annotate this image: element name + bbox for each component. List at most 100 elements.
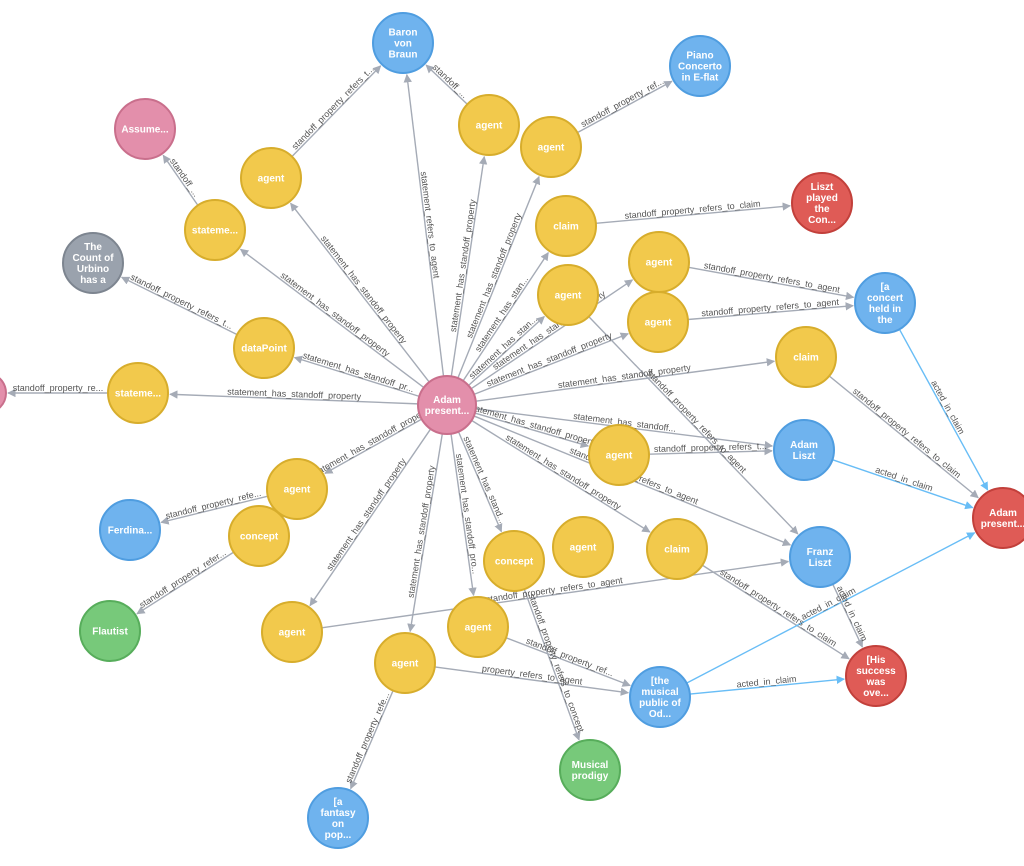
- edge-claim_top-to-liszt_played[interactable]: [595, 202, 791, 225]
- node-circle[interactable]: [845, 645, 907, 707]
- edge-root-to-agent_mid1[interactable]: [470, 279, 634, 390]
- node-circle[interactable]: [629, 666, 691, 728]
- edge-datapoint-to-count[interactable]: [120, 276, 238, 336]
- node-his-success[interactable]: [Hissuccesswasove...: [845, 645, 907, 707]
- node-claim-top[interactable]: claim: [535, 195, 597, 257]
- node-claim-low[interactable]: claim: [646, 518, 708, 580]
- edge-franz-to-his_success[interactable]: [832, 583, 864, 648]
- node-agent-lowleft[interactable]: agent: [266, 458, 328, 520]
- node-circle[interactable]: [372, 12, 434, 74]
- node-circle[interactable]: [233, 317, 295, 379]
- edge-root-to-agent_lowleft[interactable]: [324, 418, 423, 474]
- node-circle[interactable]: [775, 326, 837, 388]
- node-agent-mid2[interactable]: agent: [537, 264, 599, 326]
- node-circle[interactable]: [62, 232, 124, 294]
- node-agent-left[interactable]: agent: [240, 147, 302, 209]
- node-concept-left[interactable]: concept: [228, 505, 290, 567]
- node-circle[interactable]: [627, 291, 689, 353]
- edge-agent_bottom2-to-fantasy[interactable]: [349, 690, 394, 790]
- node-agent-top2[interactable]: agent: [520, 116, 582, 178]
- edge-concert-to-adam_red[interactable]: [898, 328, 989, 491]
- node-circle[interactable]: [854, 272, 916, 334]
- node-circle[interactable]: [107, 362, 169, 424]
- edge-agent_center-to-adam_liszt[interactable]: [648, 446, 773, 456]
- edge-agent_mid1-to-concert[interactable]: [688, 266, 855, 301]
- edge-root-to-agent_top1[interactable]: [450, 155, 488, 377]
- edge-concept_left-to-flautist[interactable]: [136, 551, 235, 615]
- node-agent-bottom1[interactable]: agent: [261, 601, 323, 663]
- edge-agent_top1-to-baron[interactable]: [425, 64, 468, 105]
- node-fantasy[interactable]: [afantasyonpop...: [307, 787, 369, 849]
- node-liszt-played[interactable]: LisztplayedtheCon...: [791, 172, 853, 234]
- edge-root-to-claim_right[interactable]: [475, 358, 776, 402]
- edge-agent_lowleft-to-ferdina[interactable]: [160, 495, 269, 525]
- edge-root-to-agent_top2[interactable]: [457, 175, 541, 379]
- node-circle[interactable]: [791, 172, 853, 234]
- node-circle[interactable]: [240, 147, 302, 209]
- edge-root-to-claim_top[interactable]: [462, 251, 549, 382]
- node-concept-mid[interactable]: concept: [483, 530, 545, 592]
- edge-root-to-agent_bottom1[interactable]: [309, 428, 432, 607]
- edge-root-to-agent_left[interactable]: [290, 202, 430, 383]
- node-agent-top1[interactable]: agent: [458, 94, 520, 156]
- edge-adam_liszt-to-adam_red[interactable]: [832, 459, 974, 510]
- edge-claim_low-to-his_success[interactable]: [701, 564, 850, 660]
- edge-root-to-concept_mid[interactable]: [457, 431, 503, 533]
- edge-agent_left-to-baron[interactable]: [291, 65, 382, 158]
- node-claim-right[interactable]: claim: [775, 326, 837, 388]
- node-circle[interactable]: [374, 632, 436, 694]
- edge-agent_bottom1-to-franz[interactable]: [321, 558, 790, 629]
- node-assume[interactable]: Assume...: [114, 98, 176, 160]
- node-circle[interactable]: [972, 487, 1024, 549]
- node-stateme-left[interactable]: stateme...: [107, 362, 169, 424]
- edge-root-to-agent_mid2[interactable]: [467, 315, 545, 387]
- edge-root-to-claim_low[interactable]: [471, 419, 651, 533]
- node-circle[interactable]: [535, 195, 597, 257]
- edge-root-to-datapoint[interactable]: [293, 355, 420, 398]
- node-offscreen[interactable]: [0, 373, 7, 413]
- node-circle[interactable]: [79, 600, 141, 662]
- edge-musical_public-to-his_success[interactable]: [689, 675, 845, 695]
- node-circle[interactable]: [669, 35, 731, 97]
- node-circle[interactable]: [588, 424, 650, 486]
- node-ferdina[interactable]: Ferdina...: [99, 499, 161, 561]
- node-circle[interactable]: [559, 739, 621, 801]
- edge-root-to-agent_mid3[interactable]: [473, 332, 630, 396]
- node-agent-mid1[interactable]: agent: [628, 231, 690, 293]
- node-stateme-top[interactable]: stateme...: [184, 199, 246, 261]
- edge-concept_mid-to-prodigy[interactable]: [523, 588, 581, 741]
- node-circle[interactable]: [99, 499, 161, 561]
- edge-stateme_top-to-assume[interactable]: [162, 154, 199, 206]
- node-circle[interactable]: [458, 94, 520, 156]
- edge-root-to-stateme_left[interactable]: [169, 390, 419, 405]
- node-circle[interactable]: [552, 516, 614, 578]
- edge-claim_right-to-adam_red[interactable]: [828, 375, 979, 499]
- node-circle[interactable]: [0, 373, 7, 413]
- node-agent-low1[interactable]: agent: [552, 516, 614, 578]
- node-agent-low2[interactable]: agent: [447, 596, 509, 658]
- node-circle[interactable]: [228, 505, 290, 567]
- node-circle[interactable]: [646, 518, 708, 580]
- edge-root-to-agent_center[interactable]: [474, 412, 590, 448]
- node-agent-center[interactable]: agent: [588, 424, 650, 486]
- node-circle[interactable]: [773, 419, 835, 481]
- edge-agent_mid3-to-concert[interactable]: [687, 302, 854, 321]
- node-circle[interactable]: [520, 116, 582, 178]
- node-circle[interactable]: [483, 530, 545, 592]
- edge-musical_public-to-adam_red[interactable]: [686, 532, 976, 684]
- edge-root-to-agent_bottom2[interactable]: [407, 433, 444, 633]
- node-circle[interactable]: [307, 787, 369, 849]
- node-agent-mid3[interactable]: agent: [627, 291, 689, 353]
- node-agent-bottom2[interactable]: agent: [374, 632, 436, 694]
- edge-root-to-baron[interactable]: [403, 73, 445, 377]
